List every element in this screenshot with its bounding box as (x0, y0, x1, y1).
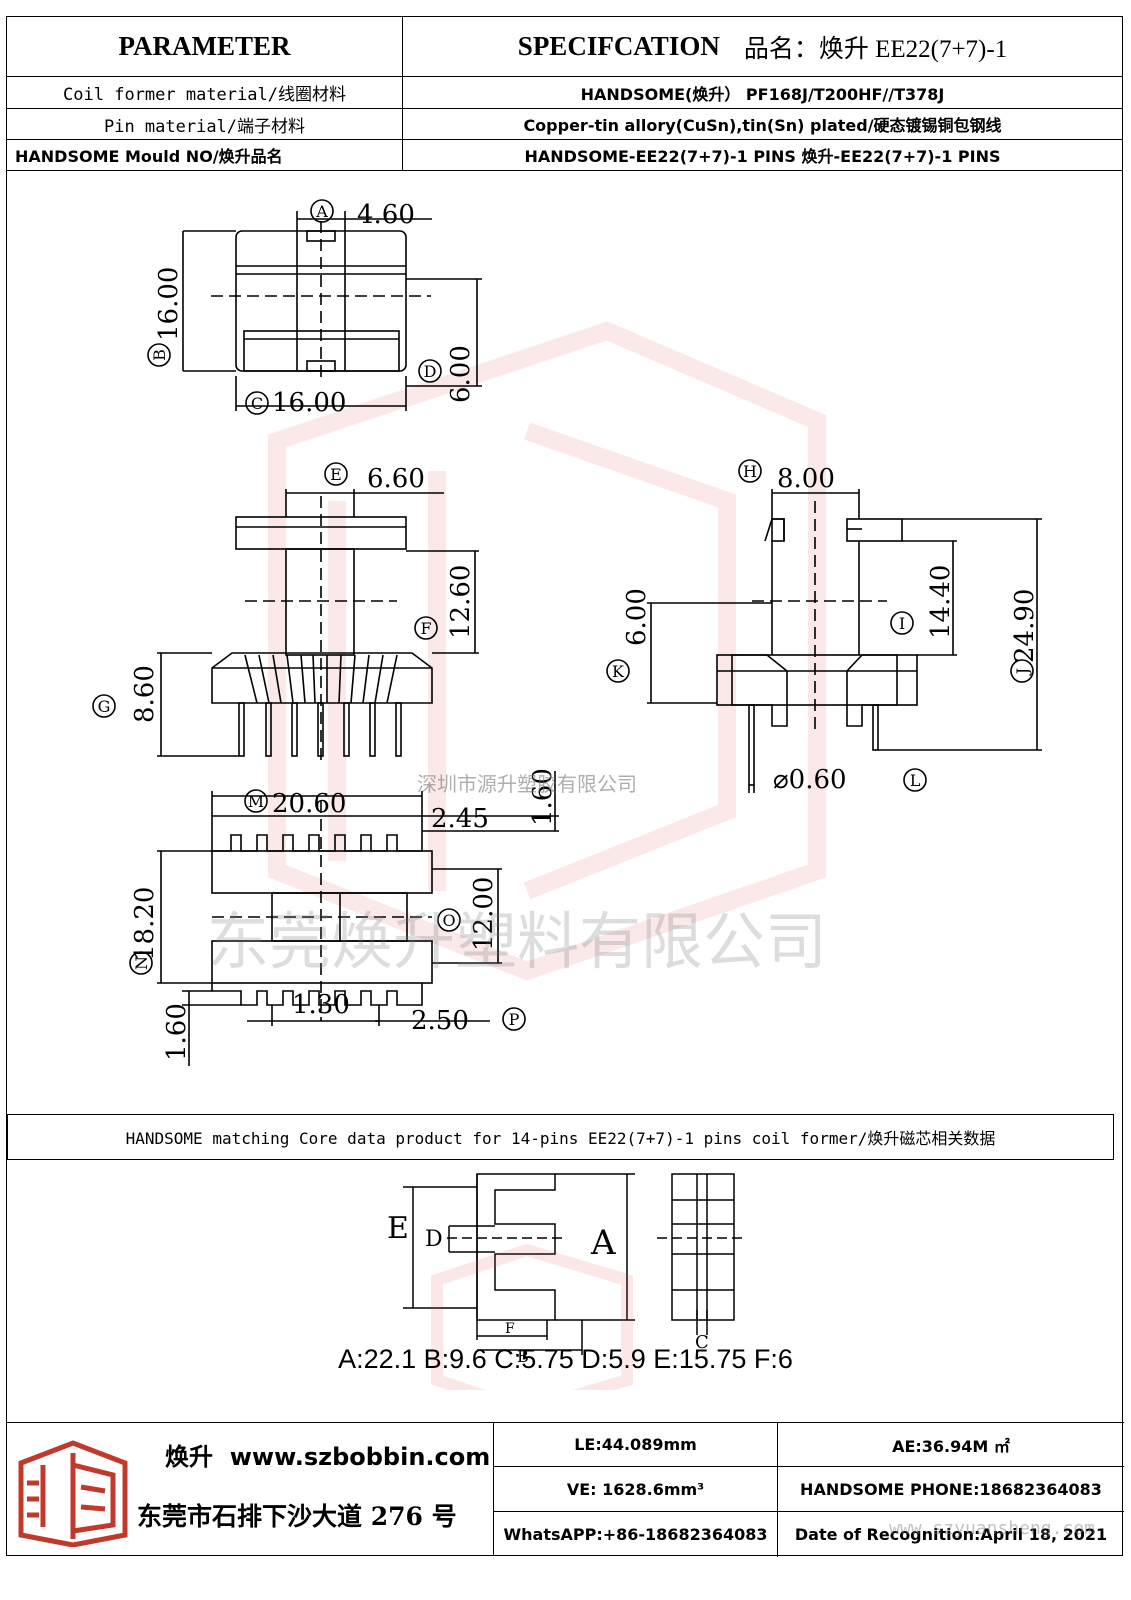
mould-no-label: HANDSOME Mould NO/焕升品名 (15, 147, 283, 166)
spec-sheet: PARAMETER SPECIFCATION 品名：焕升 EE22(7+7)-1… (6, 16, 1124, 1557)
letter-n: N (132, 956, 151, 970)
watermark-small: 深圳市源升塑胶有限公司 (417, 772, 637, 796)
header-row: PARAMETER SPECIFCATION 品名：焕升 EE22(7+7)-1 (7, 17, 1122, 77)
dim-e: 6.60 (367, 464, 425, 494)
letter-c: C (251, 394, 263, 413)
company-logo-icon (18, 1440, 128, 1547)
website-link[interactable]: www.szbobbin.com (229, 1443, 491, 1471)
coil-material-label: Coil former material/线圈材料 (63, 85, 346, 105)
letter-f: F (420, 619, 431, 638)
dim-n: 18.20 (130, 887, 160, 961)
letter-j: J (1013, 668, 1032, 676)
ve-value: VE: 1628.6mm³ (494, 1467, 778, 1512)
core-label-d: D (425, 1227, 443, 1252)
watermark-url: www.szyuansheng.com (889, 1518, 1095, 1539)
dim-m: 20.60 (272, 789, 346, 819)
dim-f: 12.60 (446, 565, 476, 639)
brand-name: 焕升 (165, 1443, 213, 1471)
letter-b: B (150, 349, 169, 361)
parameter-header: PARAMETER (7, 17, 403, 76)
core-label-a: A (590, 1223, 616, 1263)
whatsapp-value: WhatsAPP:+86-18682364083 (494, 1512, 778, 1557)
letter-h: H (743, 462, 757, 481)
dim-k: 6.00 (622, 588, 652, 646)
pin-material-value: Copper-tin allory(CuSn),tin(Sn) plated/硬… (523, 116, 1002, 135)
footer: 焕升 www.szbobbin.com 东莞市石排下沙大道 276 号 LE:4… (7, 1422, 1124, 1557)
letter-k: K (612, 662, 625, 681)
info-label: Coil former material/线圈材料 (7, 77, 403, 108)
dim-m4: 1.60 (162, 1003, 192, 1061)
company-address: 东莞市石排下沙大道 276 号 (137, 1502, 457, 1531)
product-name: 品名：焕升 EE22(7+7)-1 (743, 35, 1008, 63)
coil-material-value: HANDSOME(焕升） PF168J/T200HF//T378J (580, 84, 945, 104)
info-value: HANDSOME(焕升） PF168J/T200HF//T378J (403, 77, 1122, 108)
mould-no-value: HANDSOME-EE22(7+7)-1 PINS 焕升-EE22(7+7)-1… (524, 147, 1001, 166)
dim-g: 8.60 (130, 665, 160, 723)
drawing-lines: A B C D E F G H I J K L M N O P 4.60 16.… (92, 199, 1042, 1066)
watermark-large: 东莞焕升塑料有限公司 (207, 905, 828, 978)
brand-website: 焕升 www.szbobbin.com (165, 1437, 490, 1472)
core-values: A:22.1 B:9.6 C:5.75 D:5.9 E:15.75 F:6 (338, 1344, 793, 1374)
footer-data-grid: LE:44.089mm AE:36.94M ㎡ VE: 1628.6mm³ HA… (494, 1423, 1124, 1557)
parameter-title: PARAMETER (118, 31, 291, 61)
dim-m3: 1.30 (292, 990, 350, 1020)
le-value: LE:44.089mm (494, 1423, 778, 1467)
watermark-logo (268, 321, 826, 981)
letter-i: I (899, 614, 905, 633)
dim-c: 16.00 (272, 388, 346, 418)
dim-l: ⌀0.60 (773, 765, 847, 795)
dim-h: 8.00 (777, 464, 835, 494)
dim-a: 4.60 (357, 200, 415, 230)
core-label-e: E (387, 1211, 409, 1246)
specification-header: SPECIFCATION 品名：焕升 EE22(7+7)-1 (403, 17, 1122, 76)
letter-m: M (248, 792, 264, 811)
core-drawing: E D A F B C (7, 1160, 1124, 1422)
bobbin-drawing: A B C D E F G H I J K L M N O P 4.60 16.… (7, 171, 1124, 1115)
core-label-f: F (505, 1321, 515, 1337)
letter-o: O (442, 911, 455, 930)
dim-j: 24.90 (1010, 589, 1040, 663)
info-row-pin: Pin material/端子材料 Copper-tin allory(CuSn… (7, 109, 1122, 140)
dim-b: 16.00 (154, 267, 184, 341)
ae-value: AE:36.94M ㎡ (778, 1423, 1124, 1467)
company-block: 焕升 www.szbobbin.com 东莞市石排下沙大道 276 号 (7, 1423, 494, 1556)
core-label-c: C (695, 1332, 709, 1353)
letter-p: P (509, 1010, 520, 1029)
phone-value: HANDSOME PHONE:18682364083 (778, 1467, 1124, 1512)
letter-a: A (315, 202, 328, 221)
specification-title: SPECIFCATION (517, 31, 720, 61)
letter-g: G (98, 697, 111, 716)
info-value: HANDSOME-EE22(7+7)-1 PINS 焕升-EE22(7+7)-1… (403, 140, 1122, 170)
info-label: Pin material/端子材料 (7, 109, 403, 139)
info-label: HANDSOME Mould NO/焕升品名 (7, 140, 403, 170)
dim-d: 6.00 (446, 345, 476, 403)
letter-e: E (330, 465, 342, 484)
date-value: Date of Recognition:April 18, 2021 (794, 1525, 1108, 1544)
dim-m2: 1.60 (528, 768, 558, 826)
dim-i: 14.40 (926, 565, 956, 639)
info-row-coil: Coil former material/线圈材料 HANDSOME(焕升） P… (7, 77, 1122, 109)
pin-material-label: Pin material/端子材料 (103, 116, 306, 137)
dim-o: 12.00 (469, 877, 499, 951)
core-data-title-text: HANDSOME matching Core data product for … (125, 1129, 996, 1148)
core-lines: E D A F B C (387, 1173, 747, 1390)
dim-p: 2.50 (411, 1006, 469, 1036)
info-row-mould: HANDSOME Mould NO/焕升品名 HANDSOME-EE22(7+7… (7, 140, 1122, 171)
core-data-title: HANDSOME matching Core data product for … (7, 1114, 1114, 1160)
letter-l: L (910, 771, 921, 790)
info-value: Copper-tin allory(CuSn),tin(Sn) plated/硬… (403, 109, 1122, 139)
core-label-b: B (517, 1347, 529, 1366)
dim-m1: 2.45 (431, 804, 489, 834)
letter-d: D (424, 362, 437, 381)
